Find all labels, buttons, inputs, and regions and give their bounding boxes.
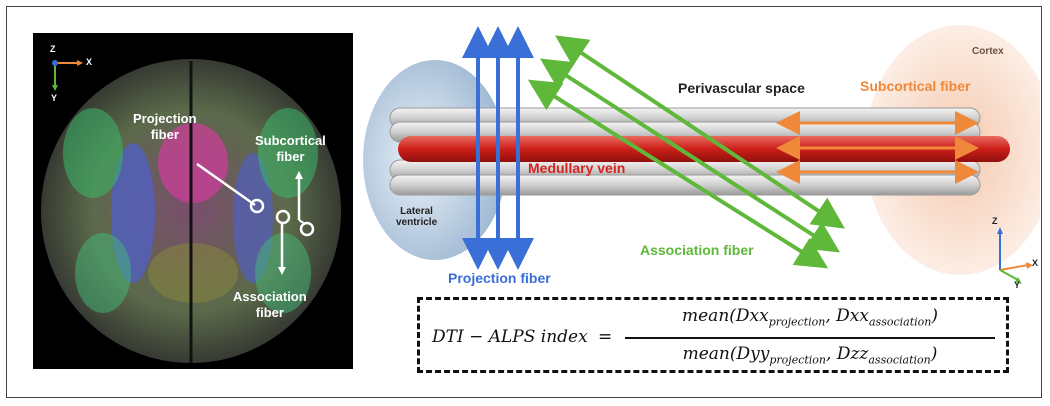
formula-equals: = bbox=[598, 327, 613, 347]
axis-x-label: X bbox=[1032, 258, 1039, 268]
axis-z-label: Z bbox=[50, 44, 56, 54]
formula-numerator: mean(Dxxprojection, Dxxassociation) bbox=[682, 306, 938, 329]
brain-dti-image: Z X Y Projection fiber Subcortical fiber… bbox=[33, 33, 353, 369]
formula-lhs: DTI − ALPS index bbox=[432, 327, 588, 347]
association-arrow bbox=[527, 79, 829, 269]
axis-y-label: Y bbox=[1014, 280, 1021, 290]
projection-fiber-label: Projection fiber bbox=[133, 111, 197, 142]
axis-x-label: X bbox=[86, 57, 93, 67]
axis-x-line bbox=[999, 264, 1029, 271]
formula-denominator: mean(Dyyprojection, Dzzassociation) bbox=[682, 344, 938, 367]
fraction-line bbox=[625, 337, 995, 339]
alps-schematic: Cortex Subcortical fiber Perivascular sp… bbox=[360, 20, 1050, 305]
medullary-vein-label: Medullary vein bbox=[528, 160, 626, 176]
subcortical-fiber-label: Subcortical fiber bbox=[860, 78, 971, 94]
association-fiber-label: Association fiber bbox=[640, 242, 754, 258]
subcortical-fiber-label: Subcortical fiber bbox=[255, 133, 326, 164]
association-fiber-label: Association fiber bbox=[233, 289, 307, 320]
alps-formula-box: DTI − ALPS index = mean(Dxxprojection, D… bbox=[417, 297, 1009, 373]
axis-y-label: Y bbox=[51, 93, 58, 103]
alps-formula: DTI − ALPS index = mean(Dxxprojection, D… bbox=[420, 300, 1006, 370]
cortex-label: Cortex bbox=[972, 46, 1004, 57]
lateral-ventricle-label: Lateral ventricle bbox=[396, 206, 438, 228]
axis-z-label: Z bbox=[992, 216, 998, 226]
brain-illustration bbox=[41, 59, 341, 363]
perivascular-space-label: Perivascular space bbox=[678, 80, 805, 96]
axis-y-line bbox=[999, 269, 1019, 281]
schematic-svg bbox=[363, 25, 1050, 284]
projection-fiber-label: Projection fiber bbox=[448, 270, 551, 286]
projection-pointer bbox=[196, 162, 256, 207]
